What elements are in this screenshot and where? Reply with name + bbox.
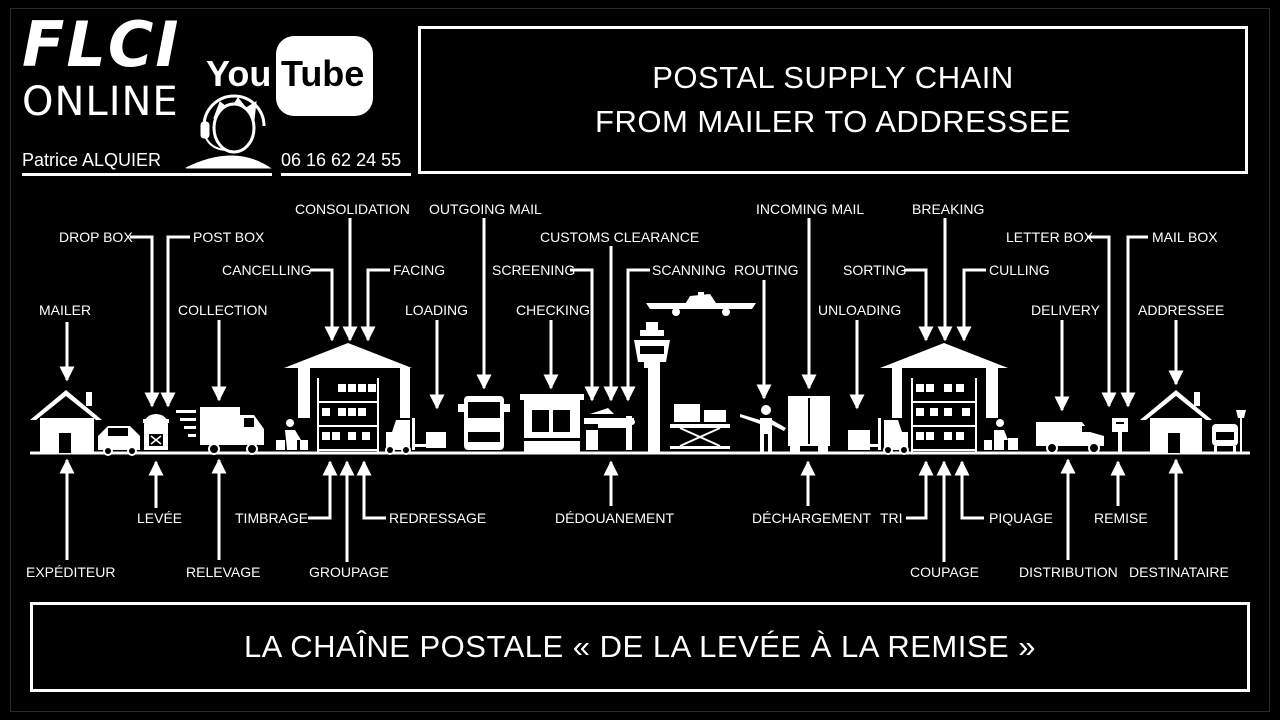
arrow-redressage [356, 460, 386, 520]
arrow-scanning [620, 268, 650, 402]
label-expediteur: EXPÉDITEUR [26, 564, 116, 580]
footer-box: LA CHAÎNE POSTALE « DE LA LEVÉE À LA REM… [30, 602, 1250, 692]
arrow-culling [956, 268, 986, 342]
arrow-post-box [160, 235, 190, 408]
label-dechargement: DÉCHARGEMENT [752, 510, 872, 526]
customs-gate-icon [584, 408, 635, 450]
forklift-icon-right [868, 418, 909, 455]
label-post-box: POST BOX [193, 229, 265, 245]
label-consolidation: CONSOLIDATION [295, 201, 410, 217]
label-distribution: DISTRIBUTION [1019, 564, 1118, 580]
label-addressee: ADDRESSEE [1138, 302, 1225, 318]
truck-rear-icon [788, 396, 830, 452]
label-redressage: REDRESSAGE [389, 510, 487, 526]
footer-text: LA CHAÎNE POSTALE « DE LA LEVÉE À LA REM… [243, 629, 1037, 664]
flci-logo: FLCI [22, 8, 181, 81]
collection-truck-icon [176, 407, 264, 455]
label-culling: CULLING [989, 262, 1050, 278]
label-letter-box: LETTER BOX [1006, 229, 1094, 245]
warehouse-icon-left [284, 343, 412, 452]
label-drop-box: DROP BOX [59, 229, 133, 245]
label-groupage: GROUPAGE [309, 564, 389, 580]
label-routing: ROUTING [734, 262, 799, 278]
control-tower-icon [634, 322, 670, 452]
title-line-2: FROM MAILER TO ADDRESSEE [595, 104, 1071, 139]
youtube-logo-you: You [206, 53, 272, 94]
phone-number: 06 16 62 24 55 [281, 150, 402, 170]
label-facing: FACING [393, 262, 446, 278]
author-underline [22, 173, 272, 176]
label-destinataire: DESTINATAIRE [1129, 564, 1229, 580]
label-sorting: SORTING [843, 262, 907, 278]
arrow-tri [906, 460, 934, 520]
label-cancelling: CANCELLING [222, 262, 312, 278]
armchair-lamp-icon [1212, 410, 1246, 452]
label-customs-clearance: CUSTOMS CLEARANCE [540, 229, 700, 245]
label-dedouanement: DÉDOUANEMENT [555, 510, 675, 526]
warehouse-shelf-boxes-right [916, 384, 970, 440]
car-icon [98, 426, 140, 456]
phone-underline [281, 173, 411, 176]
arrow-drop-box [130, 235, 160, 408]
title-line-1: POSTAL SUPPLY CHAIN [652, 60, 1014, 95]
cargo-cart-icon [670, 404, 730, 449]
label-unloading: UNLOADING [818, 302, 902, 318]
page-frame [10, 8, 1270, 712]
author-name: Patrice ALQUIER [22, 150, 162, 170]
title-box: POSTAL SUPPLY CHAIN FROM MAILER TO ADDRE… [418, 26, 1248, 174]
label-relevage: RELEVAGE [186, 564, 261, 580]
arrow-mail-box [1120, 235, 1148, 408]
label-timbrage: TIMBRAGE [235, 510, 309, 526]
mail-truck-front-icon [458, 396, 510, 450]
label-delivery: DELIVERY [1031, 302, 1100, 318]
post-box-icon [143, 414, 169, 450]
label-piquage: PIQUAGE [989, 510, 1053, 526]
warehouse-icon-right [880, 343, 1008, 452]
label-mailer: MAILER [39, 302, 92, 318]
arrow-sorting [904, 268, 934, 342]
forklift-icon-left [385, 418, 446, 455]
arrow-screening [570, 268, 600, 402]
house-icon-right [1140, 390, 1212, 453]
pallet-boxes-icon [848, 430, 870, 450]
headset-man-icon [185, 94, 272, 169]
letter-box-icon [1112, 418, 1128, 452]
online-logo: ONLINE [22, 79, 179, 125]
label-loading: LOADING [405, 302, 469, 318]
house-icon-left [30, 390, 102, 453]
label-outgoing-mail: OUTGOING MAIL [429, 201, 542, 217]
label-scanning: SCANNING [652, 262, 726, 278]
label-collection: COLLECTION [178, 302, 268, 318]
arrow-facing [360, 268, 390, 342]
french-label-arrows [59, 458, 1184, 562]
label-levee: LEVÉE [137, 510, 183, 526]
label-coupage: COUPAGE [910, 564, 979, 580]
arrow-cancelling [310, 268, 340, 342]
label-remise: REMISE [1094, 510, 1148, 526]
warehouse-shelf-boxes-left [322, 384, 376, 440]
arrow-timbrage [308, 460, 338, 520]
arrow-piquage [954, 460, 984, 520]
label-incoming-mail: INCOMING MAIL [756, 201, 865, 217]
checkpoint-kiosk-icon [520, 394, 584, 452]
arrow-letter-box [1087, 235, 1117, 408]
label-checking: CHECKING [516, 302, 590, 318]
marshaller-icon [740, 405, 786, 452]
airplane-icon [646, 292, 756, 316]
youtube-logo-box [276, 36, 373, 116]
worker-boxes-icon-left [276, 419, 308, 450]
youtube-logo-tube: Tube [281, 53, 365, 94]
label-screening: SCREENING [492, 262, 576, 278]
english-label-arrows [59, 218, 1184, 412]
label-breaking: BREAKING [912, 201, 985, 217]
label-tri: TRI [880, 510, 903, 526]
label-mail-box: MAIL BOX [1152, 229, 1218, 245]
delivery-van-icon [1036, 422, 1104, 454]
worker-boxes-icon-right [984, 419, 1018, 450]
